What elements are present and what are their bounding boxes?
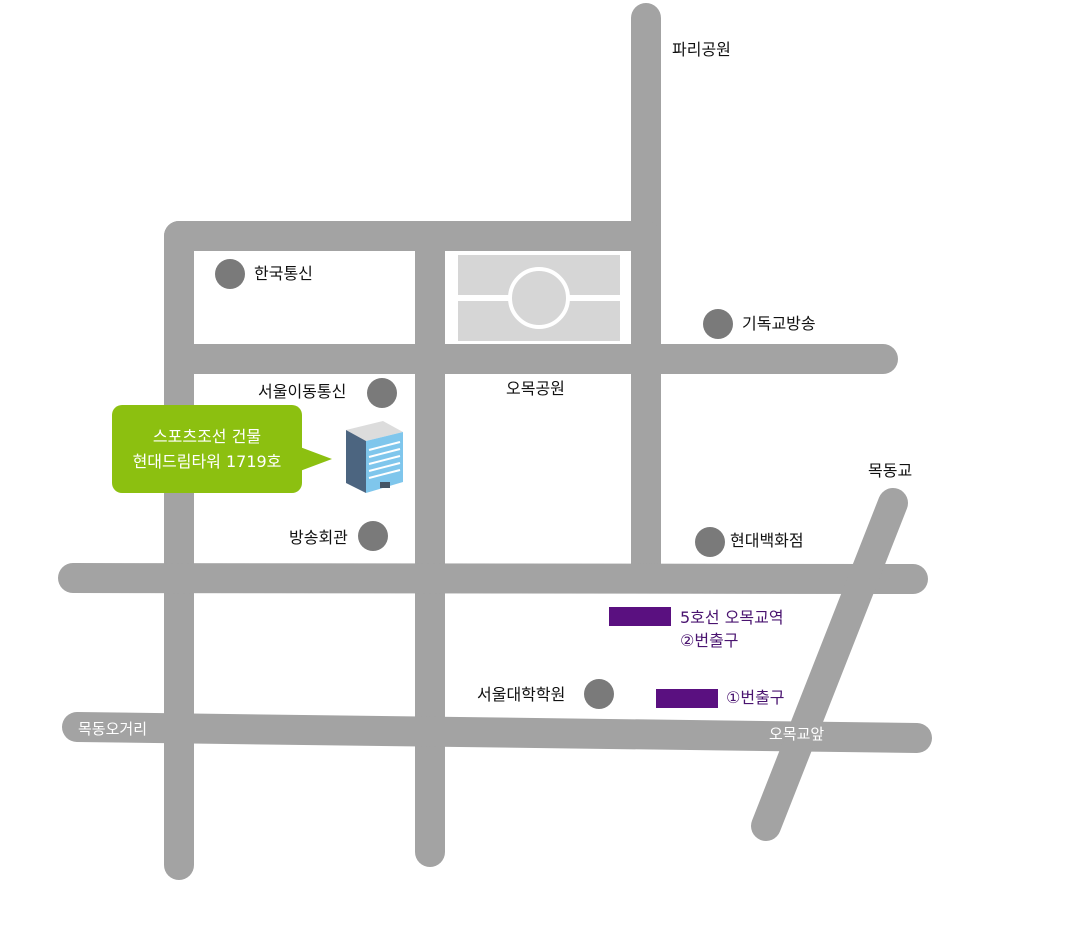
marker-seoul-graduate-school xyxy=(584,679,614,709)
label-mokdong-bridge: 목동교 xyxy=(868,461,913,480)
destination-building-name: 스포츠조선 건물 xyxy=(152,427,262,446)
destination-office-address: 현대드림타워 1719호 xyxy=(132,452,282,471)
marker-seoul-mobile xyxy=(367,378,397,408)
road-mokdonggyo-diagonal xyxy=(751,488,908,841)
label-hyundai-department-store: 현대백화점 xyxy=(730,531,804,550)
label-mokdong-junction: 목동오거리 xyxy=(78,720,148,738)
label-subway-station: 5호선 오목교역 xyxy=(680,608,784,627)
subway-exit-1-bar xyxy=(656,689,718,708)
road-lower-horizontal xyxy=(62,712,932,753)
marker-hyundai-department-store xyxy=(695,527,725,557)
label-seoul-graduate-school: 서울대학학원 xyxy=(477,685,566,704)
omok-park-area xyxy=(445,251,631,344)
subway-exits xyxy=(609,607,718,708)
marker-broadcast-hall xyxy=(358,521,388,551)
label-christian-broadcasting: 기독교방송 xyxy=(742,314,816,333)
marker-christian-broadcasting xyxy=(703,309,733,339)
label-broadcast-hall: 방송회관 xyxy=(289,528,348,547)
building-icon xyxy=(346,421,403,493)
park-circle xyxy=(508,267,570,329)
road-main-horizontal xyxy=(58,563,928,594)
label-subway-exit-1: ①번출구 xyxy=(726,688,785,707)
marker-korea-telecom xyxy=(215,259,245,289)
label-omokgyo-front: 오목교앞 xyxy=(769,725,825,743)
destination-callout-tail xyxy=(300,447,332,471)
road-network xyxy=(58,3,932,880)
location-markers xyxy=(215,259,733,709)
label-korea-telecom: 한국통신 xyxy=(254,264,313,283)
label-seoul-mobile: 서울이동통신 xyxy=(258,382,347,401)
label-omok-park: 오목공원 xyxy=(506,379,565,398)
label-paris-park: 파리공원 xyxy=(672,40,731,59)
label-subway-exit-2: ②번출구 xyxy=(680,631,739,650)
subway-exit-2-bar xyxy=(609,607,671,626)
destination-callout: 스포츠조선 건물 현대드림타워 1719호 xyxy=(112,405,302,493)
